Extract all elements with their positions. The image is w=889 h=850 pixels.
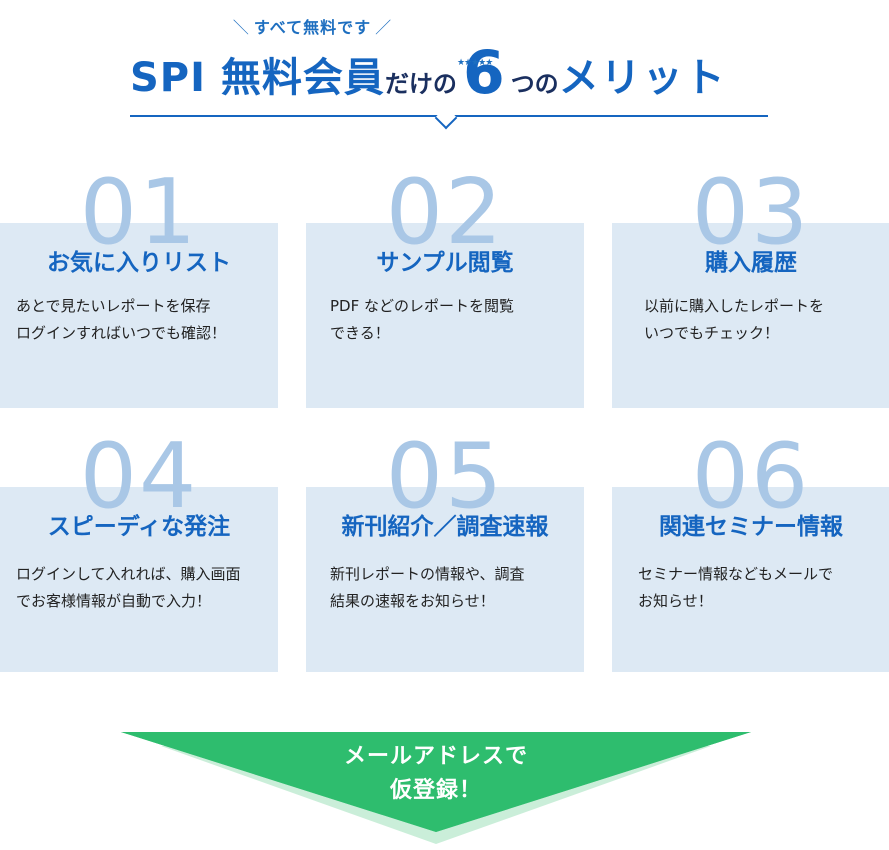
card-title: サンプル閲覧 xyxy=(376,250,514,276)
subtitle-text: すべて無料です xyxy=(253,18,372,37)
page-header: ＼すべて無料です／ SPI 無料会員 だけの ★★★★★ 6 つの メリット xyxy=(0,0,889,140)
card-description: 新刊レポートの情報や、調査 結果の速報をお知らせ！ xyxy=(330,561,574,615)
card-number: 01 xyxy=(79,160,199,265)
card-background xyxy=(306,487,584,672)
card-description: 以前に購入したレポートを いつでもチェック！ xyxy=(644,293,880,347)
card-title: お気に入りリスト xyxy=(47,250,231,276)
cta-label-line2: 仮登録！ xyxy=(389,778,482,803)
merit-card-02: 02 サンプル閲覧 PDF などのレポートを閲覧 できる！ xyxy=(306,163,584,408)
card-number: 06 xyxy=(691,424,811,529)
title-count: 6 xyxy=(462,38,505,108)
card-background xyxy=(612,487,889,672)
card-number: 03 xyxy=(691,160,811,265)
merit-card-06: 06 関連セミナー情報 セミナー情報などもメールで お知らせ！ xyxy=(612,427,889,672)
card-description-line: 以前に購入したレポートを xyxy=(644,297,825,315)
card-description-line: ログインして入れれば、購入画面 xyxy=(16,565,241,583)
card-description-line: あとで見たいレポートを保存 xyxy=(16,297,211,315)
card-description-line: PDF などのレポートを閲覧 xyxy=(330,297,514,315)
page-title: SPI 無料会員 だけの ★★★★★ 6 つの メリット xyxy=(130,40,727,104)
cta-label-line1: メールアドレスで xyxy=(343,744,528,769)
title-count-wrap: ★★★★★ 6 xyxy=(457,42,505,104)
slash-right-icon: ／ xyxy=(375,18,393,37)
card-description: あとで見たいレポートを保存 ログインすればいつでも確認！ xyxy=(16,293,268,347)
cta-label: メールアドレスで 仮登録！ xyxy=(121,740,751,808)
merit-card-04: 04 スピーディな発注 ログインして入れれば、購入画面 でお客様情報が自動で入力… xyxy=(0,427,278,672)
email-register-button[interactable]: メールアドレスで 仮登録！ xyxy=(121,732,751,844)
card-title: 購入履歴 xyxy=(705,250,797,276)
card-background xyxy=(306,223,584,408)
card-title: 新刊紹介／調査速報 xyxy=(341,514,549,540)
card-description-line: お知らせ！ xyxy=(638,592,713,610)
merit-card-01: 01 お気に入りリスト あとで見たいレポートを保存 ログインすればいつでも確認！ xyxy=(0,163,278,408)
card-background xyxy=(612,223,889,408)
merit-card-03: 03 購入履歴 以前に購入したレポートを いつでもチェック！ xyxy=(612,163,889,408)
down-arrow-icon xyxy=(121,732,751,844)
card-number: 02 xyxy=(385,160,505,265)
card-background xyxy=(0,487,278,672)
card-description-line: 新刊レポートの情報や、調査 xyxy=(330,565,525,583)
card-title: 関連セミナー情報 xyxy=(659,514,843,540)
card-description-line: できる！ xyxy=(330,324,390,342)
title-connector: だけの xyxy=(384,70,457,98)
card-description: セミナー情報などもメールで お知らせ！ xyxy=(638,561,880,615)
card-description: PDF などのレポートを閲覧 できる！ xyxy=(330,293,574,347)
slash-left-icon: ＼ xyxy=(232,18,250,37)
card-description-line: セミナー情報などもメールで xyxy=(638,565,834,583)
card-background xyxy=(0,223,278,408)
card-title: スピーディな発注 xyxy=(47,514,231,540)
header-subtitle: ＼すべて無料です／ xyxy=(0,14,625,38)
card-description-line: でお客様情報が自動で入力！ xyxy=(16,592,212,610)
merit-card-05: 05 新刊紹介／調査速報 新刊レポートの情報や、調査 結果の速報をお知らせ！ xyxy=(306,427,584,672)
card-number: 05 xyxy=(385,424,505,529)
title-main: SPI 無料会員 xyxy=(130,55,385,101)
title-merit: メリット xyxy=(558,55,727,101)
title-counter-suffix: つの xyxy=(510,70,559,98)
card-number: 04 xyxy=(79,424,199,529)
card-description-line: ログインすればいつでも確認！ xyxy=(16,324,227,342)
card-description: ログインして入れれば、購入画面 でお客様情報が自動で入力！ xyxy=(16,561,268,615)
card-description-line: いつでもチェック！ xyxy=(644,324,780,342)
header-divider-notch-icon xyxy=(434,106,458,130)
stars-icon: ★★★★★ xyxy=(456,58,493,68)
card-description-line: 結果の速報をお知らせ！ xyxy=(330,592,495,610)
